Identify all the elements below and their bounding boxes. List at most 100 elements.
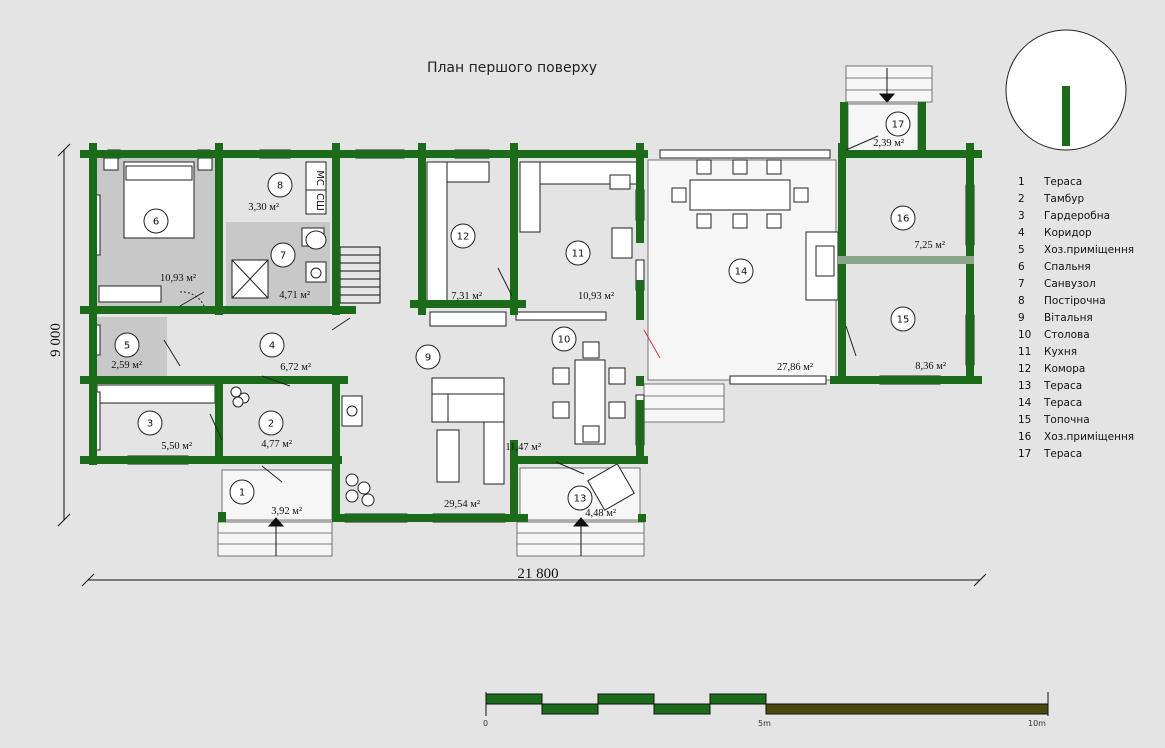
room-number: 4 [269,341,275,352]
legend-item: 12 Комора [1018,361,1158,378]
legend-name: Комора [1044,363,1086,375]
room-area: 29,54 м² [444,499,480,510]
room-area: 4,48 м² [585,508,616,519]
room-number: 10 [558,335,571,346]
room-area: 2,39 м² [873,138,904,149]
legend-number: 7 [1018,278,1025,290]
room-marker-circle [890,205,916,231]
legend-number: 4 [1018,227,1025,239]
room-area: 11,47 м² [505,442,541,453]
legend-name: Хоз.приміщення [1044,244,1135,256]
room-marker-circle [143,208,169,234]
room-area: 6,72 м² [280,362,311,373]
room-area: 8,36 м² [915,361,946,372]
height-dimension: 9 000 [48,323,64,357]
legend-item: 8 Постірочна [1018,293,1158,310]
walls [80,102,982,522]
legend-name: Тераса [1044,397,1083,409]
room-marker-circle [551,326,577,352]
room-number: 13 [574,494,587,505]
room-area: 2,59 м² [111,360,142,371]
legend-name: Постірочна [1044,295,1106,307]
room-area: 7,25 м² [914,240,945,251]
room-number: 6 [153,217,159,228]
room-marker-circle [450,223,476,249]
room-marker-circle [728,258,754,284]
legend-item: 14 Тераса [1018,395,1158,412]
room-number: 3 [147,419,153,430]
room-areas: 3,92 м² 4,77 м² 5,50 м² 6,72 м² 2,59 м² 10,93… [111,138,946,519]
room-area: 4,71 м² [279,290,310,301]
entry-arrows [267,68,896,556]
legend-name: Гардеробна [1044,210,1111,222]
legend-name: Столова [1044,329,1090,341]
scale-start-label: 0 [483,719,488,728]
room-number: 1 [239,488,245,499]
room-marker-circle [885,111,911,137]
legend-number: 3 [1018,210,1025,222]
legend-number: 8 [1018,295,1025,307]
legend-name: Хоз.приміщення [1044,431,1135,443]
legend-name: Санвузол [1044,278,1096,290]
legend-number: 1 [1018,176,1025,188]
room-marker-circle [415,344,441,370]
legend-name: Тамбур [1044,193,1085,205]
room-marker-circle [259,332,285,358]
room-marker-circle [114,332,140,358]
legend-item: 6 Спальня [1018,259,1158,276]
room-area: 10,93 м² [160,273,196,284]
room-marker-circle [229,479,255,505]
width-dimension: 21 800 [517,566,558,582]
dimension-lines [57,143,987,587]
plan-title: План першого поверху [427,60,597,76]
legend-name: Тераса [1044,448,1083,460]
room-marker-circle [890,306,916,332]
room-marker-circle [565,240,591,266]
room-marker-circle [137,410,163,436]
room-marker-circle [567,485,593,511]
legend-name: Тераса [1044,176,1083,188]
legend-item: 1 Тераса [1018,174,1158,191]
shower-label: СШ [314,193,325,211]
furniture [96,157,839,511]
room-number: 9 [425,353,431,364]
room-number: 7 [280,251,286,262]
room-number: 16 [897,214,910,225]
room-number: 8 [277,181,283,192]
legend-number: 14 [1018,397,1032,409]
room-number: 17 [892,120,905,131]
doors [163,135,879,483]
legend-item: 2 Тамбур [1018,191,1158,208]
scale-end-label: 10m [1028,719,1046,728]
legend-number: 6 [1018,261,1025,273]
legend-name: Кухня [1044,346,1078,358]
room-marker-circle [267,172,293,198]
room-area: 7,31 м² [451,291,482,302]
legend-name: Коридор [1044,227,1092,239]
scale-bar [485,692,1049,716]
legend-number: 12 [1018,363,1032,375]
scale-mid-label: 5m [758,719,771,728]
legend-number: 9 [1018,312,1025,324]
room-number: 5 [124,341,130,352]
legend-number: 2 [1018,193,1025,205]
room-area: 5,50 м² [161,441,192,452]
room-area: 4,77 м² [261,439,292,450]
legend-name: Спальня [1044,261,1091,273]
room-area: 3,92 м² [271,506,302,517]
plant-icons [230,386,375,507]
legend-number: 15 [1018,414,1032,426]
legend-name: Топочна [1044,414,1090,426]
legend-item: 15 Топочна [1018,412,1158,429]
room-area: 10,93 м² [578,291,614,302]
legend-name: Вітальня [1044,312,1093,324]
legend-number: 11 [1018,346,1032,358]
